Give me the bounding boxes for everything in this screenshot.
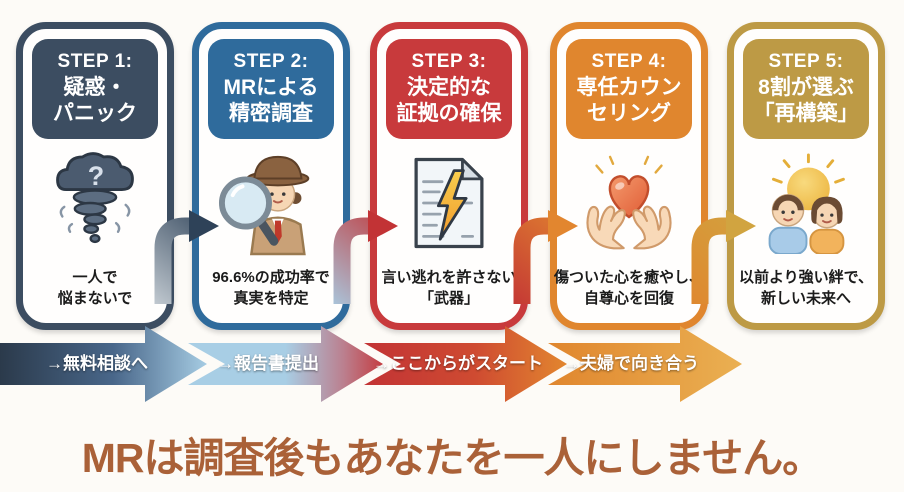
flow-label-start-here: →ここからがスタート (373, 354, 543, 373)
step-card-4: STEP 4: 専任カウン セリング (550, 22, 708, 330)
flow-segment-3 (364, 326, 567, 402)
flow-label-free-consult: →無料相談へ (46, 354, 148, 373)
flow-label-couple: →夫婦で向き合う (563, 354, 699, 373)
connector-arrow-step2-step3 (333, 210, 398, 304)
step-3-header-badge: STEP 3: 決定的な 証拠の確保 (386, 39, 512, 139)
connector-arrow-step4-step5 (691, 210, 756, 304)
step-card-1: STEP 1: 疑惑・ パニック ? (16, 22, 174, 330)
step-5-caption: 以前より強い絆で、 新しい未来へ (738, 268, 874, 308)
step-card-2: STEP 2: MRによる 精密調査 (192, 22, 350, 330)
step-5-header-badge: STEP 5: 8割が選ぶ 「再構築」 (743, 39, 869, 139)
document-icon-svg (414, 157, 484, 248)
connector-arrow-step1-step2 (154, 210, 219, 304)
step-1-header-badge: STEP 1: 疑惑・ パニック (32, 39, 158, 139)
step-5-label: STEP 5: (768, 50, 844, 72)
flow-segment-1 (0, 326, 207, 402)
step-1-caption: 一人で 悩まないで (57, 268, 133, 308)
flow-banner (0, 326, 742, 402)
step-2-header-badge: STEP 2: MRによる 精密調査 (208, 39, 334, 139)
hands-heart-icon-svg (586, 155, 672, 250)
step-3-caption: 言い逃れを許さない 「武器」 (381, 268, 517, 308)
step-5-title: 8割が選ぶ 「再構築」 (753, 75, 859, 125)
evidence-document-lightning-icon (377, 139, 521, 267)
step-card-5: STEP 5: 8割が選ぶ 「再構築」 (727, 22, 885, 330)
step-2-title: MRによる 精密調査 (223, 75, 319, 125)
step-3-label: STEP 3: (411, 50, 487, 72)
step-card-3: STEP 3: 決定的な 証拠の確保 (370, 22, 528, 330)
detective-icon-svg (218, 155, 310, 256)
couple-under-sun-icon (734, 139, 878, 267)
step-4-title: 専任カウン セリング (576, 75, 682, 125)
hands-holding-heart-icon (557, 139, 701, 267)
step-2-caption: 96.6%の成功率で 真実を特定 (212, 268, 330, 308)
headline-text: MRは調査後もあなたを一人にしません。 (81, 435, 824, 481)
flow-segment-2 (188, 326, 383, 402)
couple-sun-icon-svg (768, 153, 845, 254)
step-4-label: STEP 4: (591, 50, 667, 72)
detective-magnifying-glass-icon (199, 139, 343, 267)
step-2-label: STEP 2: (233, 50, 309, 72)
storm-tornado-question-icon: ? (23, 139, 167, 267)
step-1-title: 疑惑・ パニック (53, 75, 137, 125)
step-4-caption: 傷ついた心を癒やし、 自尊心を回復 (554, 268, 705, 308)
tornado-icon-svg: ? (56, 151, 134, 243)
flow-segment-4 (548, 326, 742, 402)
step-1-label: STEP 1: (57, 50, 133, 72)
step-4-header-badge: STEP 4: 専任カウン セリング (566, 39, 692, 139)
svg-text:?: ? (88, 161, 104, 191)
flow-label-report: →報告書提出 (217, 354, 319, 373)
step-3-title: 決定的な 証拠の確保 (396, 75, 502, 125)
connector-arrow-step3-step4 (513, 210, 578, 304)
